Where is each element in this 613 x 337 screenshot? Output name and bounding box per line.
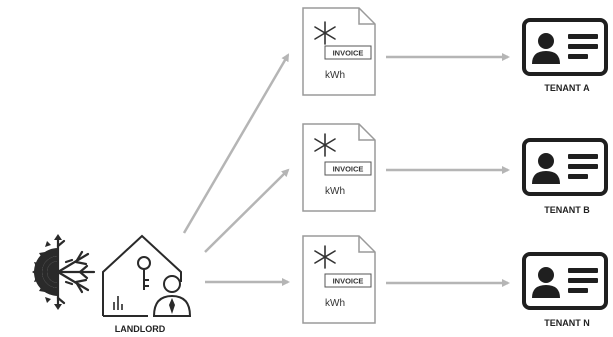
- tenant-card-a: [522, 18, 608, 76]
- landlord-to-invoice-arrows: [182, 53, 290, 286]
- tenant-label-b: TENANT B: [544, 205, 590, 215]
- invoice-document-b: INVOICE kWh: [302, 123, 376, 212]
- invoice-tag: INVOICE: [333, 165, 364, 174]
- invoice-unit: kWh: [325, 186, 345, 197]
- tenant-avatar-icon: [532, 267, 560, 298]
- landlord-house-icon: LANDLORD: [102, 234, 192, 334]
- key-icon: [137, 256, 151, 290]
- tenant-card-b: [522, 138, 608, 196]
- arrow-to-invoice-a: [182, 53, 290, 234]
- tenant-label-n: TENANT N: [544, 318, 590, 328]
- snowflake-icon: [314, 133, 336, 157]
- snowflake-icon: [314, 21, 336, 45]
- invoice-document-n: INVOICE kWh: [302, 235, 376, 324]
- tenant-avatar-icon: [532, 153, 560, 184]
- tenant-avatar-icon: [532, 33, 560, 64]
- invoice-unit: kWh: [325, 70, 345, 81]
- sun-snowflake-icon: [32, 234, 96, 310]
- landlord-person-icon: [152, 275, 192, 317]
- id-lines-icon: [568, 268, 598, 293]
- landlord-label: LANDLORD: [115, 324, 166, 334]
- id-lines-icon: [568, 34, 598, 59]
- invoice-tag: INVOICE: [333, 277, 364, 286]
- tenant-label-a: TENANT A: [544, 83, 590, 93]
- snowflake-icon: [314, 245, 336, 269]
- invoice-document-a: INVOICE kWh: [302, 7, 376, 96]
- invoice-to-tenant-arrows: [386, 53, 510, 287]
- invoice-unit: kWh: [325, 298, 345, 309]
- arrow-to-invoice-b: [204, 168, 290, 253]
- invoice-tag: INVOICE: [333, 49, 364, 58]
- id-lines-icon: [568, 154, 598, 179]
- tenant-card-n: [522, 252, 608, 310]
